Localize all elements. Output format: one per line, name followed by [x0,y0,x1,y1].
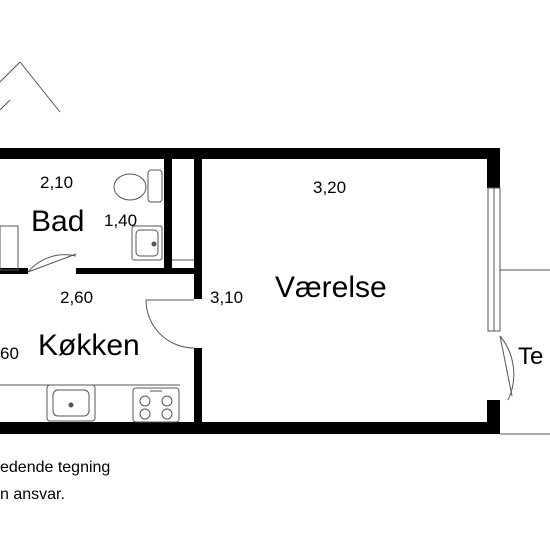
bath-bottom-wall-left [0,268,28,274]
vaerelse-width-label: 3,20 [313,178,346,197]
vaerelse-room-label: Værelse [275,271,387,304]
kitchen-sink-icon [46,384,96,422]
bath-bottom-wall-right [76,268,196,274]
window [487,187,501,332]
disclaimer-line-1: edende tegning [0,459,110,476]
bath-shower-outline [0,225,19,271]
kokken-room-label: Køkken [38,329,140,362]
toilet-icon [113,169,163,203]
room-divider-upper [194,159,202,299]
terrace-label: Te [518,343,543,370]
bad-room-label: Bad [31,205,84,238]
bath-door [27,253,77,273]
right-wall-lower [487,400,500,434]
kokken-depth-label: 60 [0,344,19,363]
stove-icon [132,387,180,423]
roof-lines [0,61,61,113]
vaerelse-depth-label: 3,10 [210,288,243,307]
room-divider-lower [194,348,202,422]
bad-width-label: 2,10 [40,173,73,192]
top-wall [0,148,500,159]
terrace-door [499,335,515,401]
bad-depth-label: 1,40 [104,211,137,230]
room-door [145,299,195,349]
disclaimer-line-2: n ansvar. [0,486,65,503]
kokken-width-label: 2,60 [60,288,93,307]
bath-right-wall [164,159,172,271]
right-wall-upper [487,148,500,188]
walls [0,148,500,434]
bath-sink-icon [131,225,163,261]
bottom-wall [0,422,500,434]
